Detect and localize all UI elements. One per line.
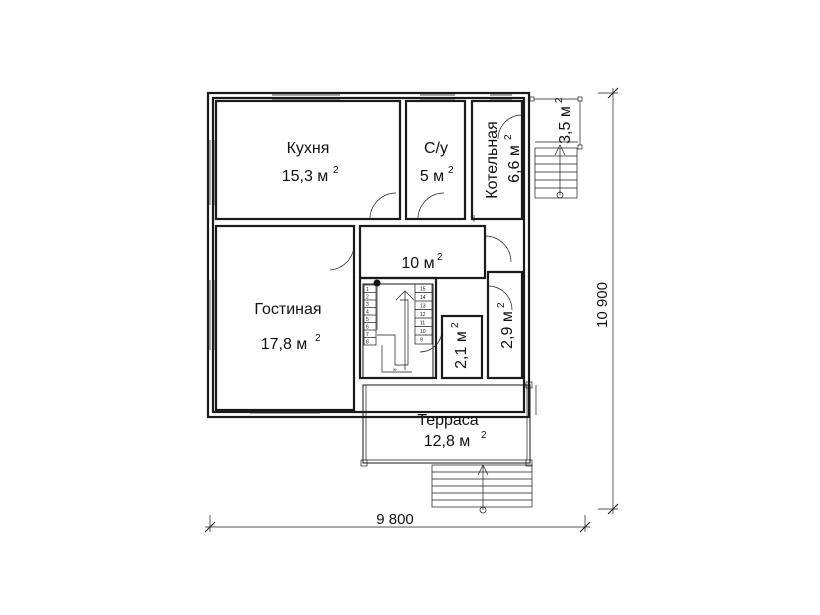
- stair-step-label: 5: [366, 317, 369, 323]
- porch: [529, 96, 583, 199]
- area-unit-superscript: 2: [448, 165, 454, 176]
- stair-step-label: 7: [366, 332, 369, 338]
- stair-step-label: 9: [420, 338, 423, 344]
- stair-step-label: 11: [420, 321, 425, 327]
- dimension-height: 10 900: [594, 87, 619, 515]
- area-unit-superscript: 2: [496, 302, 507, 308]
- area-unit-superscript: 2: [481, 430, 487, 441]
- terrace-steps: [431, 464, 533, 514]
- room-area: 10 м: [401, 255, 434, 272]
- room-terrace: Терраса 12,8 м 2: [417, 412, 487, 450]
- stair-step-label: 3: [366, 302, 369, 308]
- windows: [209, 94, 512, 418]
- stair-step-label: 12: [420, 312, 426, 318]
- stair-step-label: 13: [420, 304, 426, 310]
- living-walls: [214, 224, 356, 412]
- room-porch: 3,5 м 2: [554, 97, 574, 144]
- stair-step-label: 1: [366, 287, 369, 293]
- stair-step-label: 2: [366, 295, 369, 301]
- stair-left-flight: 1 2 3 4 5 6 7 8: [363, 284, 377, 346]
- wc-walls: [404, 99, 467, 221]
- room-area: 15,3 м: [282, 168, 329, 185]
- closet-b-walls: [486, 270, 524, 380]
- boiler-walls: [470, 99, 524, 221]
- stair-right-flight: 15 14 13 12 11 10 9: [414, 283, 433, 345]
- stair-step-label: 15: [420, 287, 426, 293]
- room-name: С/у: [424, 140, 448, 157]
- room-name: Кухня: [287, 140, 330, 157]
- room-name: Котельная: [484, 121, 501, 198]
- room-name: Гостиная: [254, 301, 321, 318]
- room-wc: С/у 5 м 2: [420, 140, 454, 185]
- room-area: 6,6 м: [506, 145, 523, 183]
- dimension-width: 9 800: [204, 511, 591, 533]
- room-name: Терраса: [417, 412, 478, 429]
- height-dimension-label: 10 900: [594, 282, 611, 328]
- width-dimension-label: 9 800: [376, 511, 414, 528]
- room-area: 17,8 м: [261, 336, 308, 353]
- stair-step-label: 8: [366, 340, 369, 346]
- stair-step-label: 14: [420, 295, 426, 301]
- room-kitchen: Кухня 15,3 м 2: [282, 140, 339, 185]
- stair-step-label: 4: [366, 310, 369, 316]
- area-unit-superscript: 2: [315, 333, 321, 344]
- area-unit-superscript: 2: [333, 165, 339, 176]
- stair-step-label: 6: [366, 325, 369, 331]
- room-boiler: Котельная 6,6 м 2: [484, 121, 523, 198]
- door-swings: [329, 114, 523, 353]
- area-unit-superscript: 2: [437, 252, 443, 263]
- room-hall: 10 м 2: [401, 252, 443, 272]
- room-area: 12,8 м: [424, 433, 471, 450]
- area-unit-superscript: 2: [450, 322, 461, 328]
- area-unit-superscript: 2: [554, 97, 565, 103]
- area-unit-superscript: 2: [503, 134, 514, 140]
- room-area: 5 м: [420, 168, 444, 185]
- outer-walls: [206, 91, 531, 419]
- staircase: 1 2 3 4 5 6 7 8 15 14 13 12 11 10 9: [362, 279, 434, 379]
- room-area: 3,5 м: [557, 106, 574, 144]
- porch-steps: [534, 144, 578, 199]
- room-closet-b: 2,9 м 2: [496, 302, 516, 349]
- stair-step-label: 10: [420, 329, 426, 335]
- room-living: Гостиная 17,8 м 2: [254, 301, 321, 353]
- closet-a-walls: [440, 314, 484, 380]
- room-area: 2,1 м: [453, 331, 470, 369]
- terrace: [360, 381, 537, 514]
- room-closet-a: 2,1 м 2: [450, 322, 470, 369]
- stair-symbol: ∞: [393, 367, 397, 373]
- room-area: 2,9 м: [499, 311, 516, 349]
- kitchen-walls: [214, 99, 402, 221]
